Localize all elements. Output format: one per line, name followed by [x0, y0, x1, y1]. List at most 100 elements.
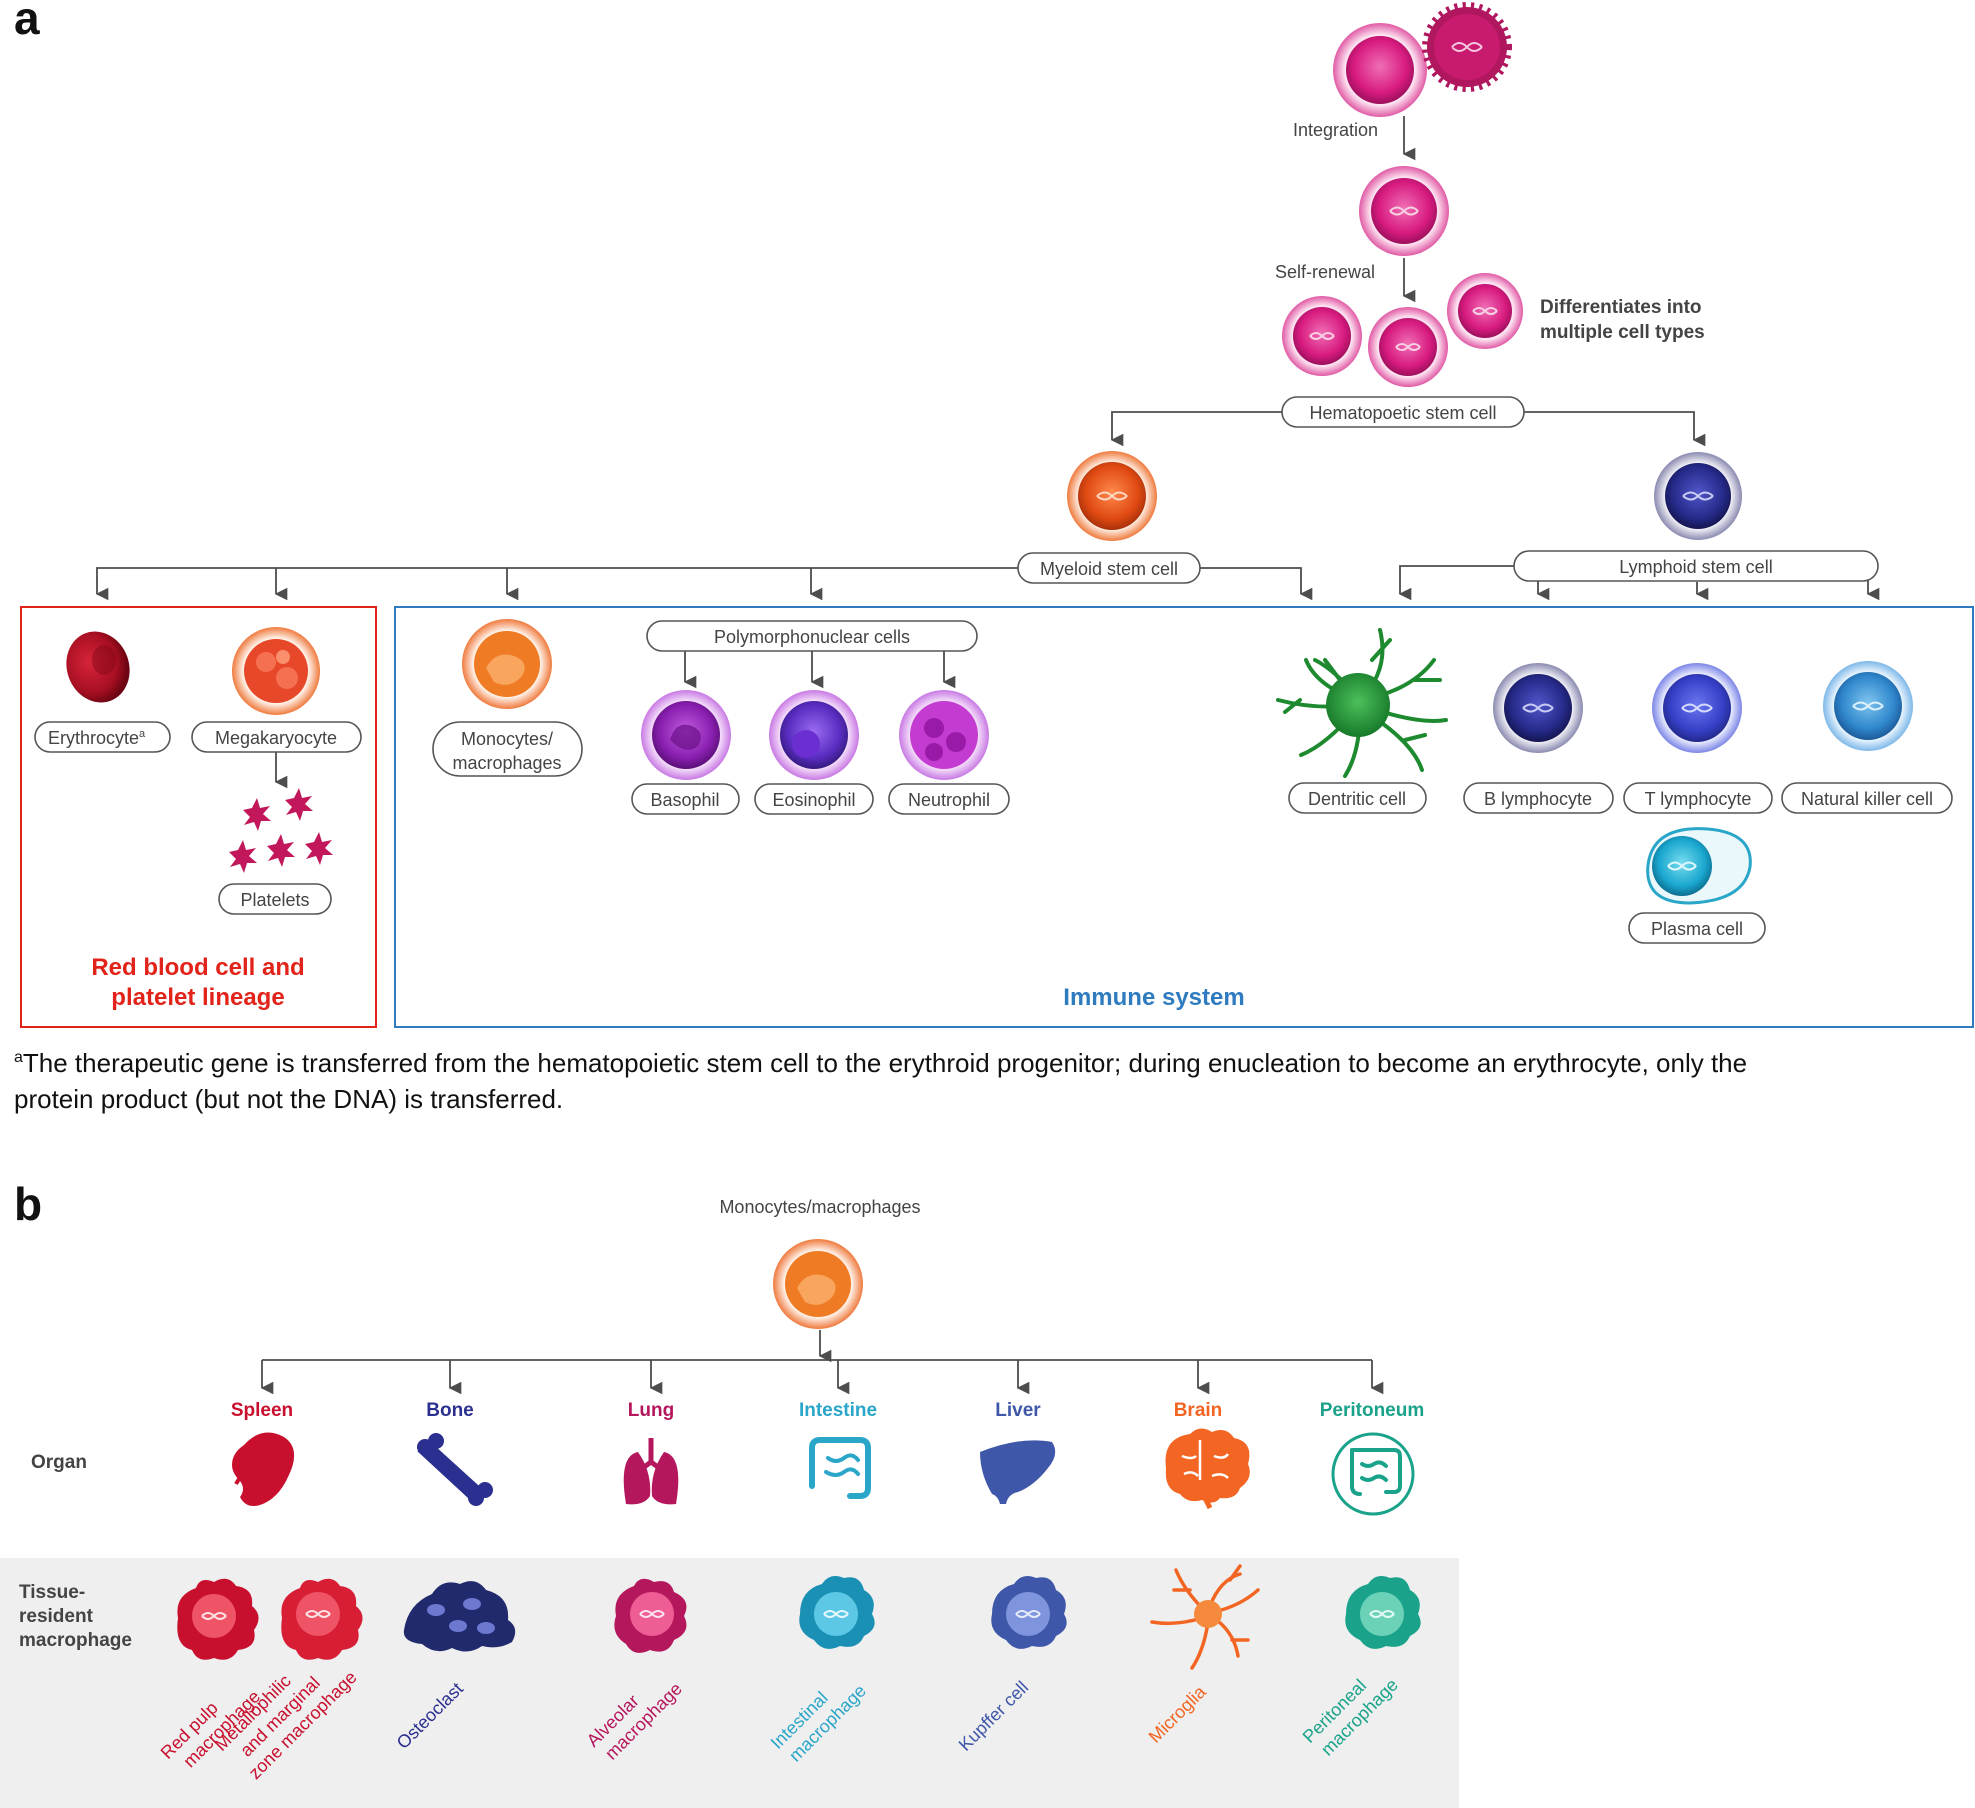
hsc-pill — [1281, 396, 1525, 428]
b-lymphocyte-pill — [1463, 782, 1614, 814]
virus-vector-icon — [1422, 2, 1512, 92]
panel-a-letter: a — [14, 0, 40, 44]
lymphoid-pill — [1513, 550, 1879, 582]
pmn-label: Polymorphonuclear cells — [714, 627, 910, 647]
footnote-line2: protein product (but not the DNA) is tra… — [14, 1084, 563, 1114]
peritoneal-macrophage-cell — [1345, 1576, 1421, 1649]
rbc-box-title-line2: platelet lineage — [111, 984, 284, 1011]
integration-label: Integration — [1293, 120, 1378, 140]
monocyte-cell — [462, 619, 552, 709]
lymphoid-label: Lymphoid stem cell — [1619, 557, 1772, 577]
plasma-pill — [1628, 912, 1766, 944]
hsc-label: Hematopoetic stem cell — [1309, 403, 1496, 423]
nk-cell — [1823, 661, 1913, 751]
dendritic-cell — [1276, 628, 1448, 778]
t-lymphocyte-cell — [1652, 663, 1742, 753]
hsc-to-lymphoid-connector — [1524, 411, 1706, 447]
neutrophil-pill — [888, 783, 1010, 815]
hsc-cell-2 — [1368, 307, 1448, 387]
self-renewal-label: Self-renewal — [1275, 262, 1375, 282]
immune-box-title: Immune system — [1063, 984, 1244, 1011]
t-lymphocyte-label: T lymphocyte — [1645, 789, 1752, 809]
tissue-row-label-line2: resident — [19, 1606, 94, 1627]
organ-label-brain: Brain — [1174, 1400, 1223, 1421]
red-pulp-macrophage-cell — [177, 1578, 259, 1660]
panel-b-letter: b — [14, 1178, 42, 1230]
neutrophil-cell — [899, 690, 989, 780]
platelets-label: Platelets — [240, 890, 309, 910]
erythrocyte-cell — [66, 631, 130, 703]
bone-icon — [417, 1433, 493, 1506]
kupffer-cell — [991, 1576, 1067, 1649]
megakaryocyte-label: Megakaryocyte — [215, 728, 337, 748]
megakaryocyte-cell — [232, 627, 320, 715]
hsc-cell-1 — [1282, 296, 1362, 376]
erythrocyte-label: Erythrocytea — [48, 728, 146, 748]
basophil-cell — [641, 690, 731, 780]
organ-label-peritoneum: Peritoneum — [1320, 1400, 1425, 1421]
eosinophil-cell — [769, 690, 859, 780]
myeloid-stem-cell — [1067, 451, 1157, 541]
b-lymphocyte-label: B lymphocyte — [1484, 789, 1592, 809]
organ-label-liver: Liver — [995, 1400, 1041, 1421]
myeloid-to-erythrocyte-connector — [95, 567, 1018, 601]
lymphoid-to-dendritic-connector — [1398, 565, 1514, 601]
hsc-cell-top — [1333, 23, 1427, 117]
monocytes-label-line2: macrophages — [452, 753, 561, 773]
osteoclast-cell — [403, 1581, 516, 1652]
rbc-lineage-box — [20, 606, 377, 1028]
myeloid-to-dendritic-connector — [1200, 567, 1313, 601]
myeloid-label: Myeloid stem cell — [1040, 559, 1178, 579]
plasma-label: Plasma cell — [1651, 919, 1743, 939]
footnote-line1: aThe therapeutic gene is transferred fro… — [14, 1048, 1747, 1078]
basophil-pill — [631, 783, 740, 815]
pmn-pill — [646, 620, 978, 652]
organ-label-lung: Lung — [628, 1400, 674, 1421]
tissue-row-label-line1: Tissue- — [19, 1582, 85, 1603]
metallophilic-macrophage-cell — [281, 1578, 363, 1660]
rbc-box-title-line1: Red blood cell and — [91, 954, 304, 981]
liver-icon — [980, 1440, 1056, 1504]
monocytes-pill — [432, 721, 583, 777]
immune-system-box — [394, 606, 1974, 1028]
tissue-row-label-line3: macrophage — [19, 1630, 132, 1651]
brain-icon — [1165, 1428, 1250, 1510]
organ-label-bone: Bone — [426, 1400, 474, 1421]
organ-labels: Spleen Bone Lung Intestine Liver Brain Periton… — [231, 1400, 1424, 1421]
dendritic-pill — [1288, 782, 1427, 814]
platelets-icon — [229, 788, 333, 873]
plasma-cell — [1646, 827, 1752, 905]
lungs-icon — [623, 1438, 679, 1505]
intestine-icon — [809, 1437, 871, 1499]
hsc-cluster — [1282, 273, 1523, 387]
panel-b-root-label: Monocytes/macrophages — [719, 1197, 920, 1217]
differentiates-line1: Differentiates into — [1540, 297, 1702, 318]
nk-label: Natural killer cell — [1801, 789, 1933, 809]
organ-row-label: Organ — [31, 1452, 87, 1473]
alveolar-macrophage-cell — [614, 1578, 687, 1653]
eosinophil-label: Eosinophil — [772, 790, 855, 810]
hsc-cell-3 — [1447, 273, 1523, 349]
b-lymphocyte-cell — [1493, 663, 1583, 753]
platelets-pill — [218, 883, 332, 915]
erythrocyte-pill — [34, 721, 171, 753]
myeloid-pill — [1017, 552, 1201, 584]
microglia-cell — [1150, 1564, 1260, 1670]
neutrophil-label: Neutrophil — [908, 790, 990, 810]
lymphoid-stem-cell — [1654, 452, 1742, 540]
organ-label-intestine: Intestine — [799, 1400, 877, 1421]
spleen-icon — [232, 1432, 295, 1506]
hsc-to-myeloid-connector — [1110, 411, 1282, 447]
nk-pill — [1781, 782, 1953, 814]
monocytes-label-line1: Monocytes/ — [461, 729, 553, 749]
t-lymphocyte-pill — [1623, 782, 1773, 814]
peritoneum-icon — [1331, 1432, 1415, 1516]
dendritic-label: Dentritic cell — [1308, 789, 1406, 809]
organ-label-spleen: Spleen — [231, 1400, 293, 1421]
organ-branch-connectors — [260, 1359, 1384, 1395]
differentiates-line2: multiple cell types — [1540, 322, 1705, 343]
basophil-label: Basophil — [650, 790, 719, 810]
intestinal-macrophage-cell — [799, 1576, 875, 1649]
panel-b-monocyte-cell — [773, 1239, 863, 1329]
